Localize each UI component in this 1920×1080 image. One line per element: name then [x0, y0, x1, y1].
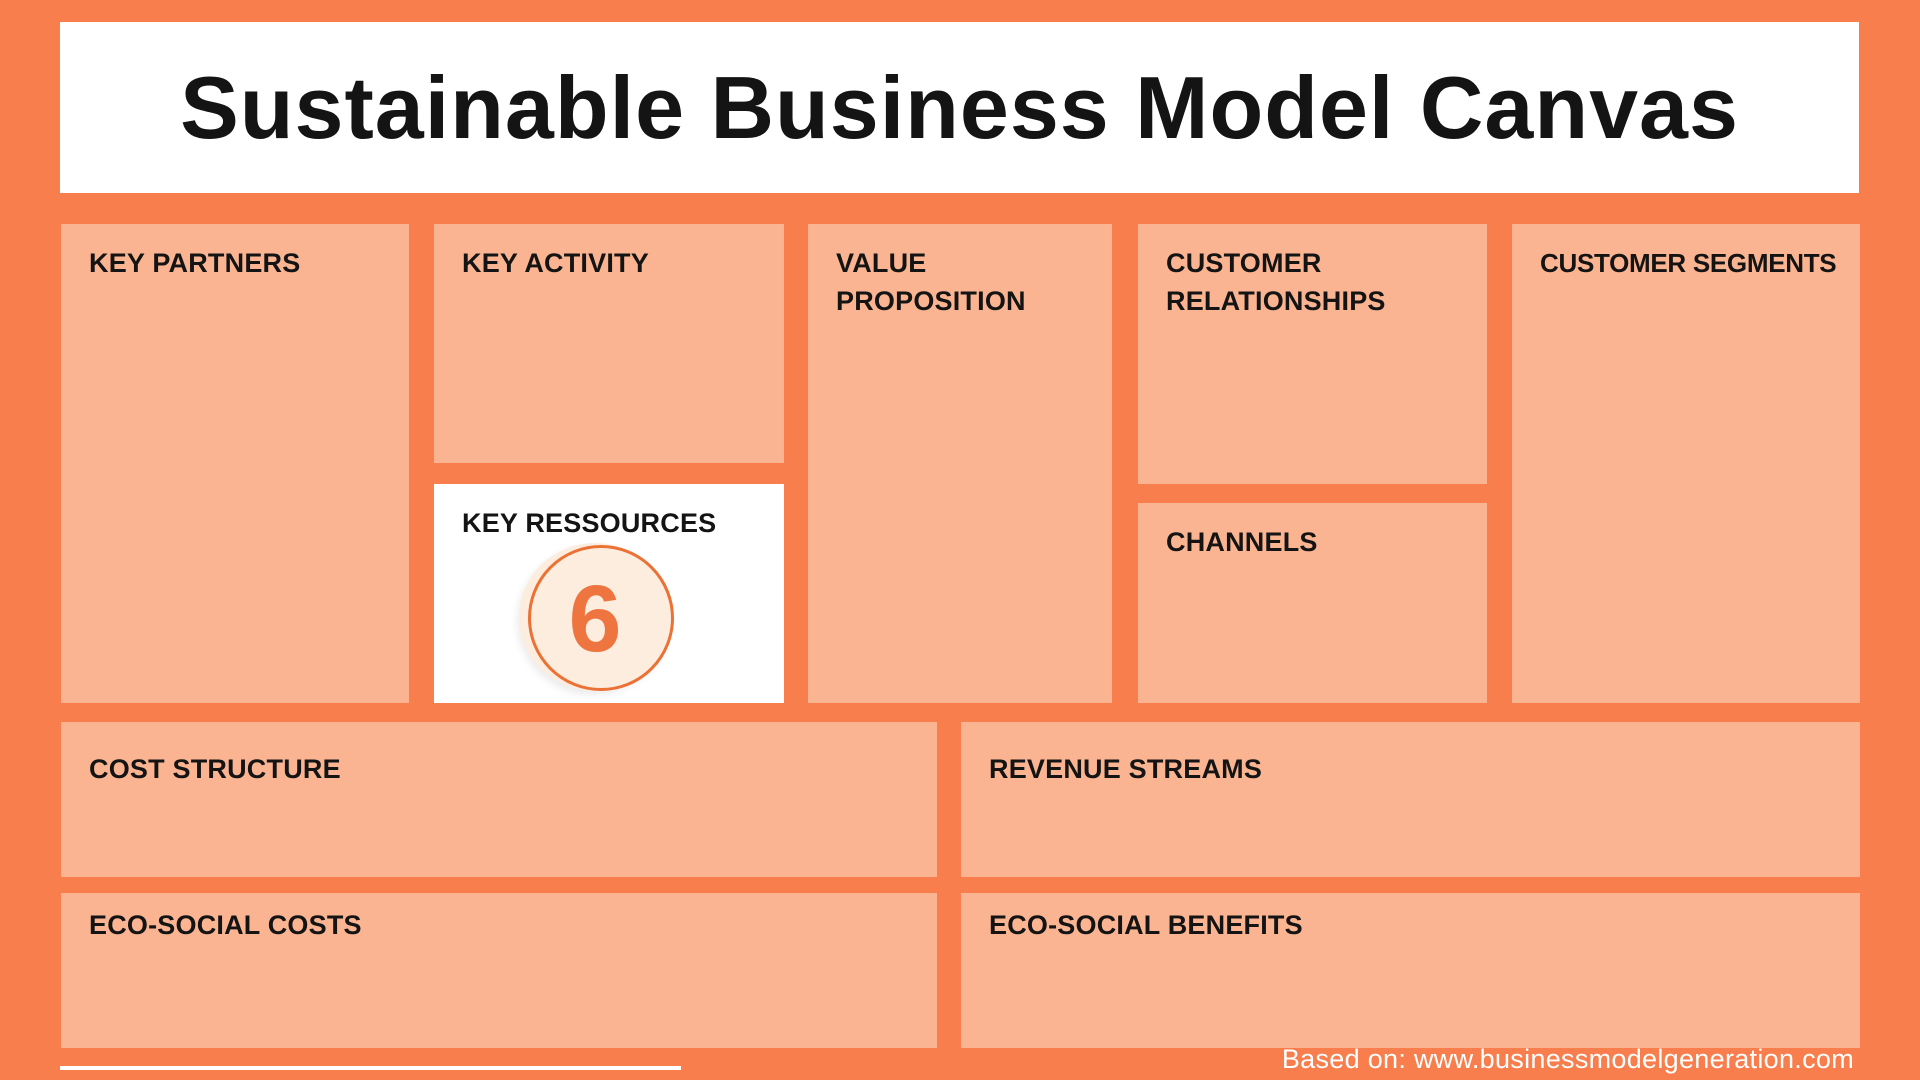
cell-label: ECO-SOCIAL BENEFITS [989, 910, 1303, 940]
cell-label: CUSTOMER RELATIONSHIPS [1166, 248, 1386, 316]
cell-label: ECO-SOCIAL COSTS [89, 910, 362, 940]
cell-cost-structure: COST STRUCTURE [61, 722, 937, 877]
cell-label: KEY RESSOURCES [462, 508, 717, 538]
cell-key-ressources: KEY RESSOURCES 6 [434, 484, 784, 703]
cell-label: REVENUE STREAMS [989, 754, 1263, 784]
cell-customer-relationships: CUSTOMER RELATIONSHIPS [1138, 224, 1487, 484]
cell-key-partners: KEY PARTNERS [61, 224, 409, 703]
cell-label: COST STRUCTURE [89, 754, 341, 784]
badge-number: 6 [568, 565, 622, 672]
cell-label: KEY PARTNERS [89, 248, 301, 278]
footer-credit: Based on: www.businessmodelgeneration.co… [1281, 1044, 1854, 1074]
cell-eco-social-costs: ECO-SOCIAL COSTS [61, 893, 937, 1048]
key-ressources-badge: 6 [519, 543, 674, 691]
cell-label: KEY ACTIVITY [462, 248, 649, 278]
footer-underline [60, 1066, 681, 1070]
cell-revenue-streams: REVENUE STREAMS [961, 722, 1860, 877]
cell-label: CUSTOMER SEGMENTS [1540, 248, 1837, 278]
cell-value-proposition: VALUE PROPOSITION [808, 224, 1112, 703]
badge-circle-ring [528, 545, 674, 691]
cell-channels: CHANNELS [1138, 503, 1487, 703]
cell-key-activity: KEY ACTIVITY [434, 224, 784, 463]
cell-eco-social-benefits: ECO-SOCIAL BENEFITS [961, 893, 1860, 1048]
cell-label: CHANNELS [1166, 527, 1318, 557]
page-title: Sustainable Business Model Canvas [180, 57, 1739, 157]
cell-label: VALUE PROPOSITION [836, 248, 1026, 316]
title-banner: Sustainable Business Model Canvas [60, 22, 1859, 193]
cell-customer-segments: CUSTOMER SEGMENTS [1512, 224, 1860, 703]
